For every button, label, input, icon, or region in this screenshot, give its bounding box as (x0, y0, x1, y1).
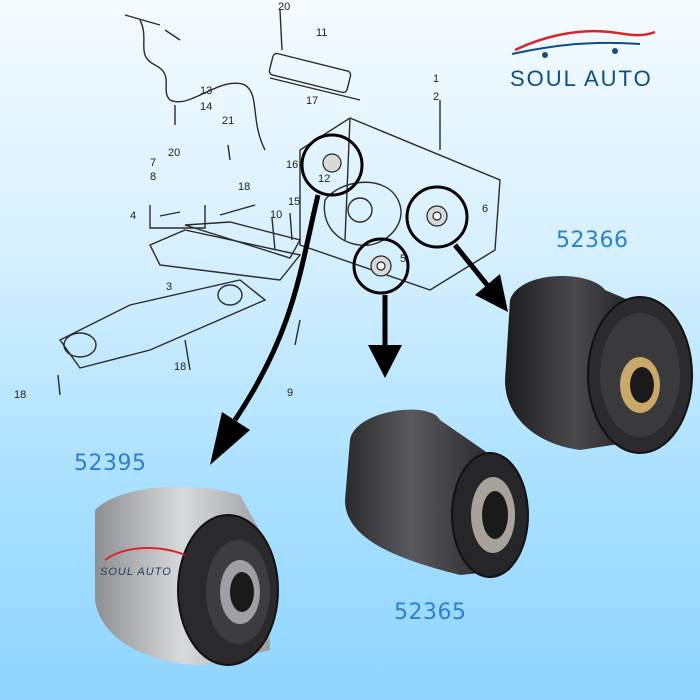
callout-12: 12 (318, 173, 330, 185)
callout-1: 1 (433, 73, 439, 85)
part-number-52365: 52365 (394, 600, 467, 625)
callout-18-mid: 18 (238, 181, 250, 193)
highlight-circle-52366 (405, 185, 469, 249)
brand-name: SOUL AUTO (510, 66, 653, 91)
callout-13: 13 (200, 85, 212, 97)
callout-16: 16 (286, 159, 298, 171)
arrowhead-52395 (210, 412, 250, 465)
callout-18-left: 18 (14, 389, 26, 401)
callout-21: 21 (222, 115, 234, 127)
callout-20-left: 20 (168, 147, 180, 159)
highlight-circle-52365 (352, 237, 410, 295)
watermark-text: SOUL AUTO (100, 566, 172, 578)
callout-3: 3 (166, 281, 172, 293)
callout-10: 10 (270, 209, 282, 221)
callout-14: 14 (200, 101, 212, 113)
callout-7: 7 (150, 157, 156, 169)
callout-2: 2 (433, 91, 439, 103)
callout-6: 6 (482, 203, 488, 215)
callout-20-top: 20 (278, 1, 290, 13)
callout-5: 5 (400, 253, 406, 265)
callout-8: 8 (150, 171, 156, 183)
arrow-to-52395 (232, 194, 321, 422)
callout-15: 15 (288, 196, 300, 208)
arrowhead-52366 (475, 274, 508, 312)
callout-18-low: 18 (174, 361, 186, 373)
callout-9: 9 (287, 387, 293, 399)
highlight-circle-52395 (300, 133, 364, 197)
arrowhead-52365 (368, 345, 402, 378)
part-number-52366: 52366 (556, 228, 629, 253)
callout-11: 11 (316, 27, 327, 39)
callout-17: 17 (306, 95, 318, 107)
arrow-to-52366 (453, 243, 490, 288)
callout-4: 4 (130, 210, 136, 222)
part-number-52395: 52395 (74, 451, 147, 476)
